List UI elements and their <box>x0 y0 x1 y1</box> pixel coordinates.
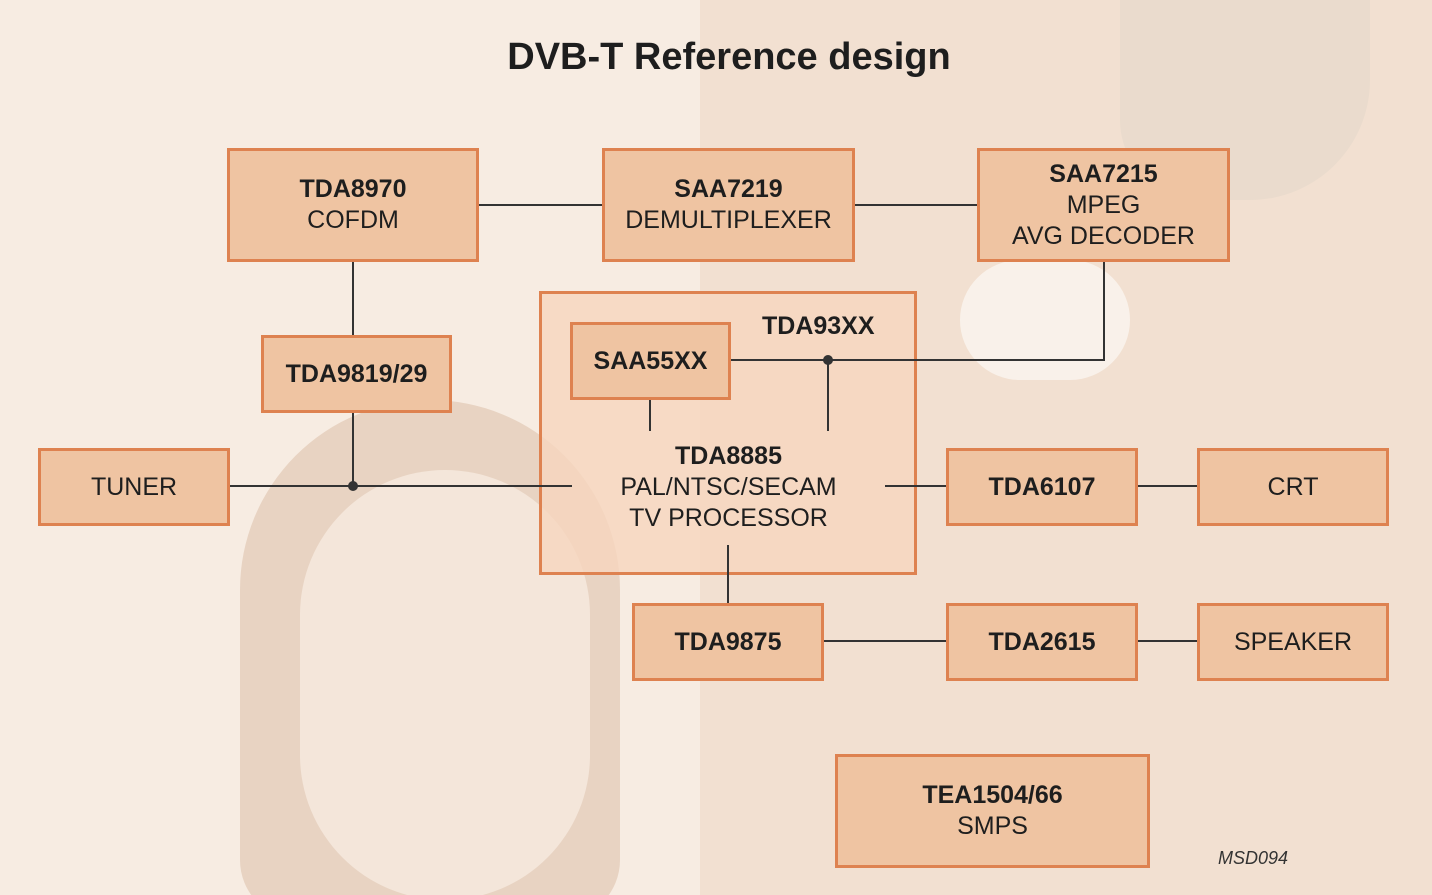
block-tda2615: TDA2615 <box>946 603 1138 681</box>
block-tda8885-line-2: TV PROCESSOR <box>629 504 828 532</box>
block-crt: CRT <box>1197 448 1389 526</box>
block-saa7219-part: SAA7219 <box>674 175 783 203</box>
block-tuner: TUNER <box>38 448 230 526</box>
block-saa7219-line: DEMULTIPLEXER <box>625 206 832 234</box>
block-saa7219: SAA7219 DEMULTIPLEXER <box>602 148 855 262</box>
block-tda8970-line: COFDM <box>307 206 399 234</box>
block-tea1504-part: TEA1504/66 <box>922 781 1063 809</box>
block-tda9875: TDA9875 <box>632 603 824 681</box>
block-tea1504: TEA1504/66 SMPS <box>835 754 1150 868</box>
block-tda2615-part: TDA2615 <box>988 627 1096 656</box>
diagram-title: DVB-T Reference design <box>507 36 951 78</box>
block-speaker-label: SPEAKER <box>1233 627 1353 656</box>
junction-dot-bus <box>823 355 833 365</box>
block-tda6107-part: TDA6107 <box>988 472 1096 501</box>
block-tea1504-line: SMPS <box>957 812 1028 840</box>
block-saa55xx-part: SAA55XX <box>593 346 708 375</box>
drawing-code: MSD094 <box>1218 848 1289 868</box>
block-tda9819: TDA9819/29 <box>261 335 452 413</box>
block-tda9875-part: TDA9875 <box>674 627 782 656</box>
block-saa55xx: SAA55XX <box>570 322 731 400</box>
junction-dot-tuner <box>348 481 358 491</box>
block-tda8885-line-1: PAL/NTSC/SECAM <box>620 473 837 501</box>
block-saa7215: SAA7215 MPEG AVG DECODER <box>977 148 1230 262</box>
block-tda8970-part: TDA8970 <box>299 175 407 203</box>
block-speaker: SPEAKER <box>1197 603 1389 681</box>
block-tda93xx-label: TDA93XX <box>762 312 875 340</box>
block-saa7215-line-1: MPEG <box>1066 190 1141 219</box>
block-tda9819-part: TDA9819/29 <box>285 359 428 388</box>
block-saa7215-part: SAA7215 <box>1049 159 1158 188</box>
block-tda8885-part: TDA8885 <box>675 442 782 470</box>
block-tda8885: TDA8885 PAL/NTSC/SECAM TV PROCESSOR <box>572 441 885 534</box>
block-tda6107: TDA6107 <box>946 448 1138 526</box>
wire-saa7215-bus <box>730 262 1105 361</box>
block-crt-label: CRT <box>1267 472 1319 501</box>
block-tuner-label: TUNER <box>90 472 178 501</box>
block-saa7215-line-2: AVG DECODER <box>1012 221 1195 250</box>
block-tda8970: TDA8970 COFDM <box>227 148 479 262</box>
